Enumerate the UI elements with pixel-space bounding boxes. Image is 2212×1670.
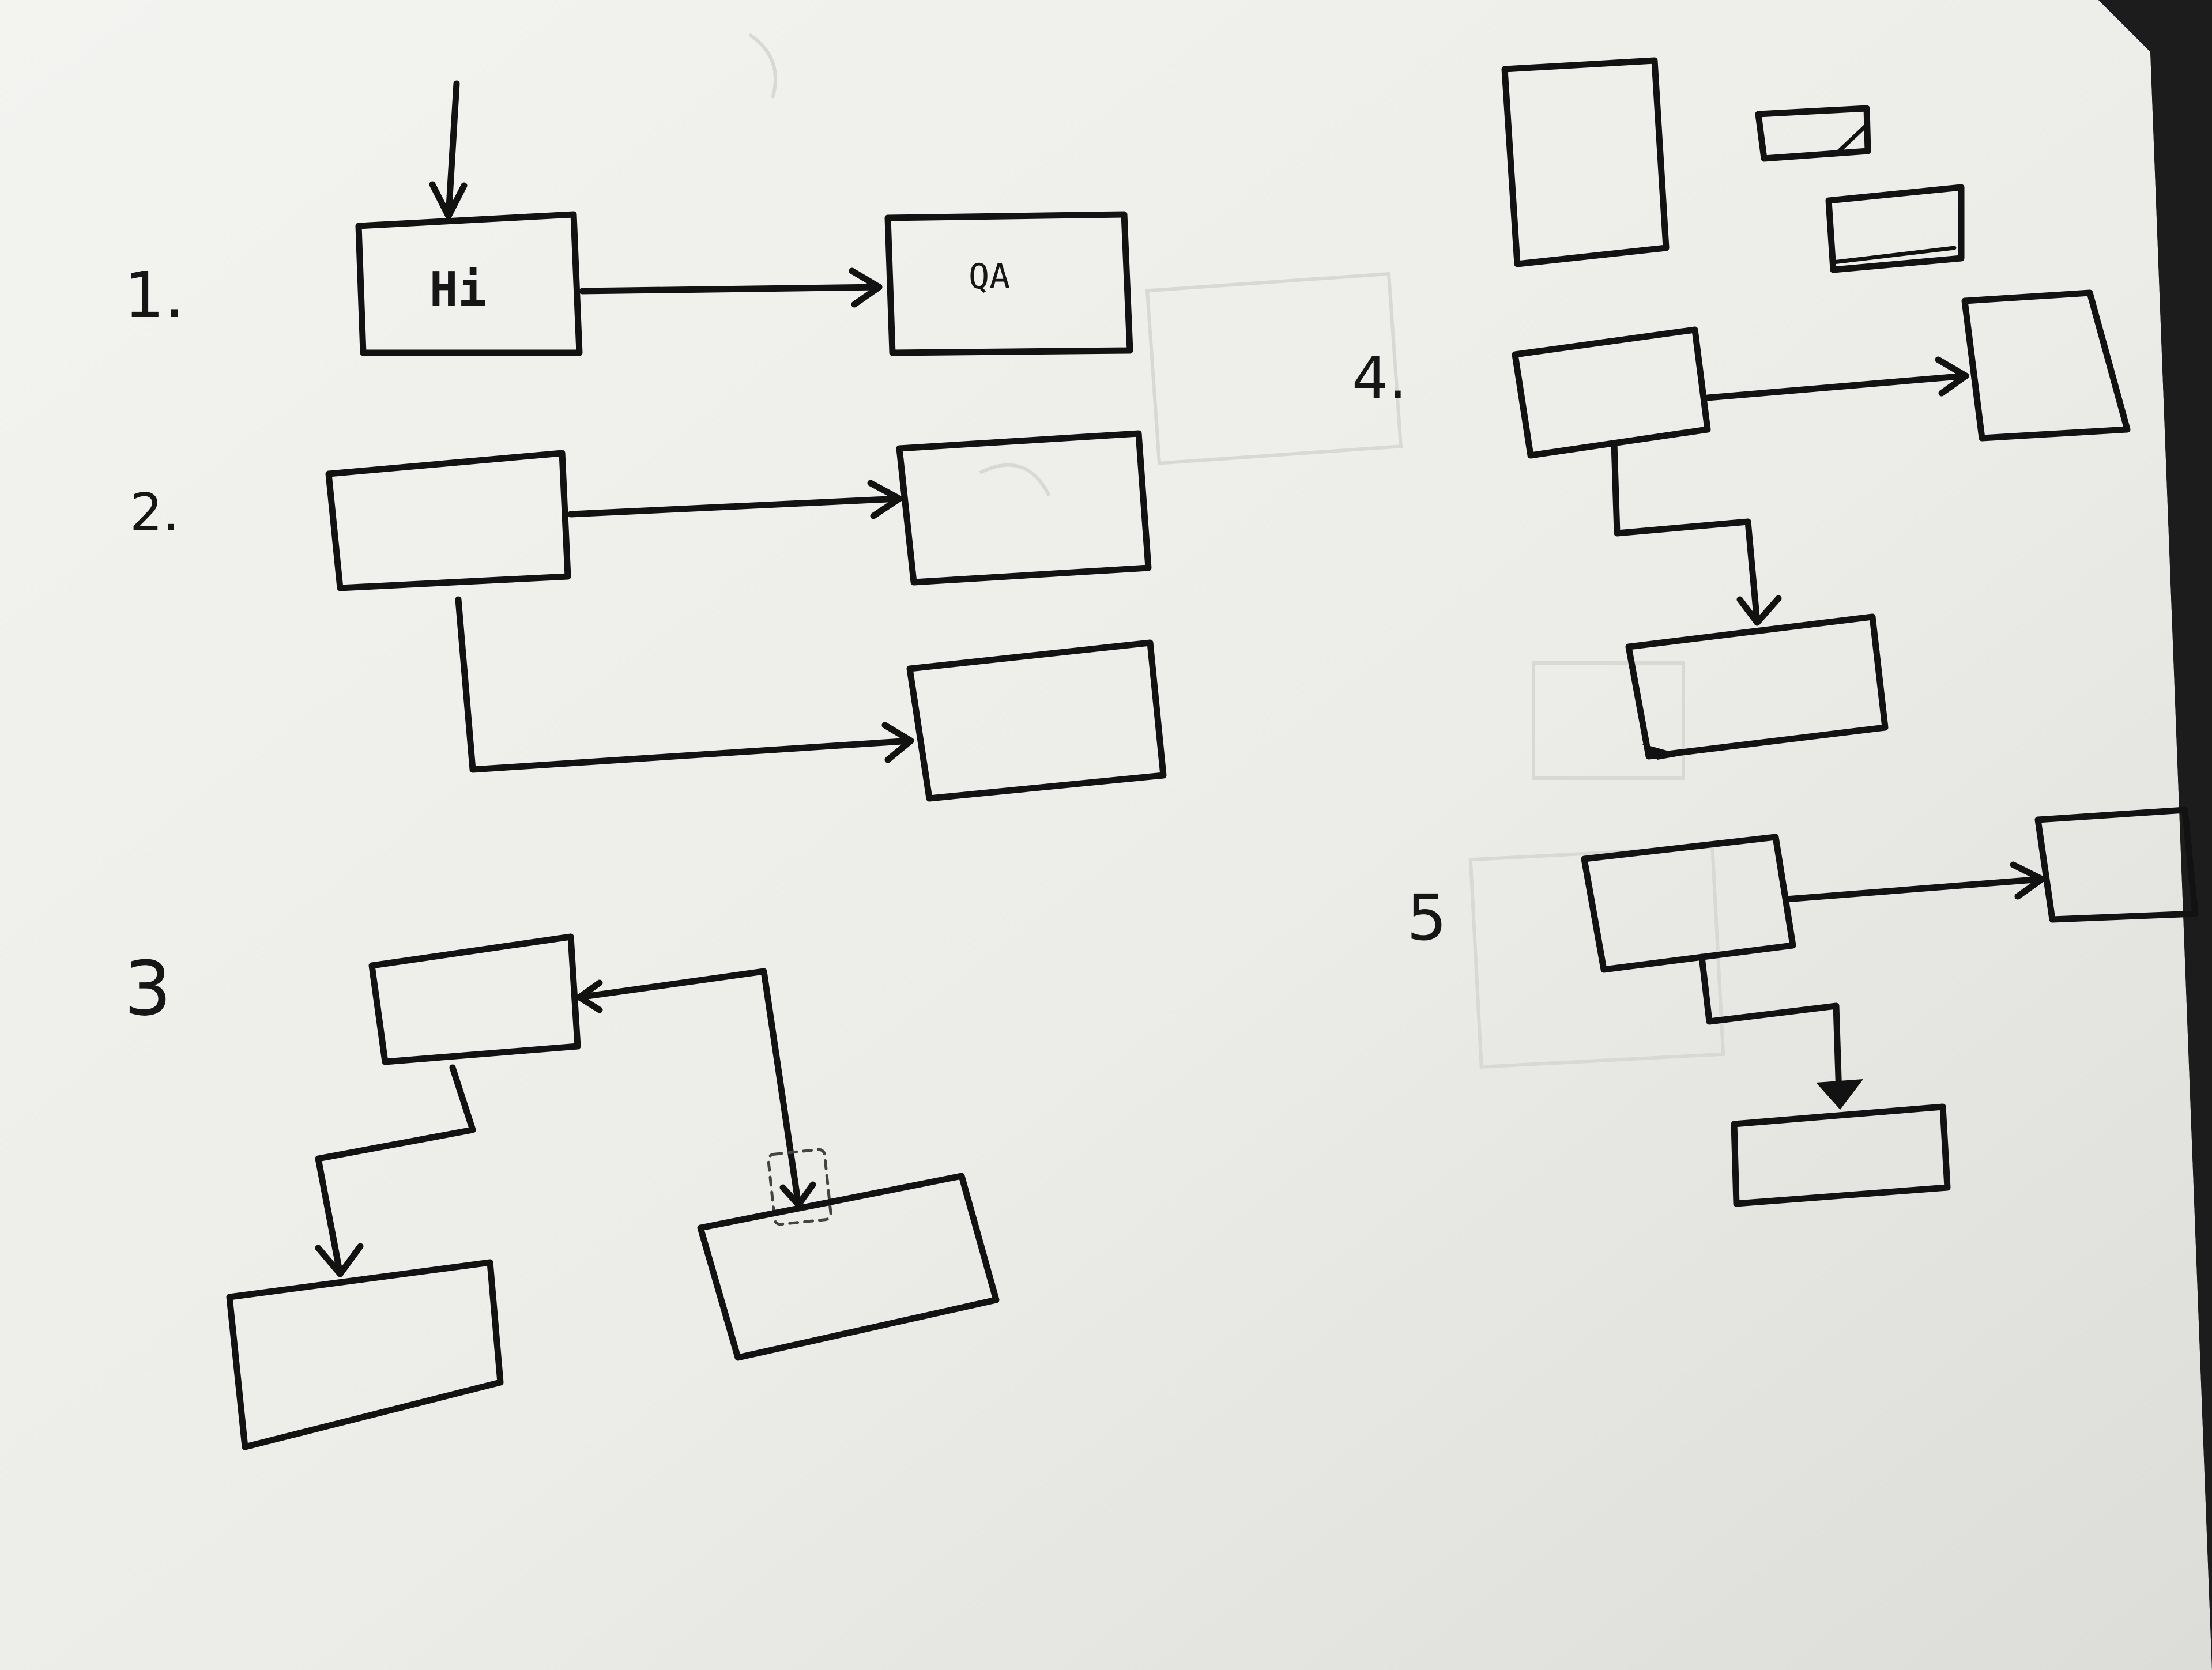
box-4-source (1512, 326, 1711, 459)
diagram-number-4: 4. (1352, 344, 1407, 412)
box-2-bottom-right (906, 639, 1167, 802)
arrow-hi-to-qa (579, 284, 883, 295)
box-qa-label: QA (969, 257, 1010, 297)
arrow-5-right-head (2010, 861, 2045, 900)
arrow-2-top-head (867, 480, 903, 519)
box-3-bottom-right (697, 1173, 1000, 1361)
box-3-top (368, 933, 581, 1065)
diagram-number-2: 2. (130, 482, 179, 543)
connector-4-down-head (1736, 595, 1782, 626)
box-2-source (325, 450, 571, 591)
arrow-hi-to-qa-head (849, 267, 883, 308)
diagram-1: 1. Hi QA (124, 80, 1133, 356)
diagram-2: 2. (130, 430, 1167, 802)
connector-5-down (1698, 953, 1842, 1099)
box-4-right (1961, 289, 2131, 442)
diagram-5: 5 (1407, 806, 2199, 1207)
box-qa (884, 211, 1133, 356)
dashed-highlight (767, 1148, 832, 1226)
entry-arrow-line (445, 80, 460, 220)
box-small-upper-slash (1837, 122, 1870, 153)
connector-5-down-head (1816, 1079, 1863, 1110)
arrow-4-right-head (1935, 356, 1969, 397)
box-2-top-right (896, 430, 1152, 586)
box-small-lower-line (1831, 246, 1957, 265)
diagram-number-3: 3 (124, 945, 172, 1032)
box-3-bottom-left (226, 1259, 504, 1450)
table-corner (2098, 0, 2212, 1670)
box-hi-label: Hi (429, 262, 487, 317)
arrow-2-top (567, 495, 903, 518)
box-5-source (1581, 834, 1796, 973)
connector-3-right (576, 968, 802, 1208)
connector-3-right-down-head (779, 1181, 816, 1208)
box-4-bottom (1625, 613, 1889, 760)
top-right-boxes (1501, 57, 1965, 273)
box-5-bottom (1731, 1103, 1951, 1207)
diagram-number-5: 5 (1407, 881, 1447, 955)
connector-2-bottom-head (881, 722, 914, 763)
diagram-number-1: 1. (124, 258, 184, 332)
entry-arrow-head (429, 181, 468, 220)
connector-4-down (1611, 440, 1761, 626)
box-small-lower (1825, 184, 1965, 273)
arrow-5-right (1783, 876, 2045, 903)
connector-3-right-back-head (576, 979, 603, 1013)
connector-3-left-head (315, 1243, 364, 1277)
box-5-right (2034, 806, 2199, 923)
diagram-3: 3 (124, 933, 1000, 1450)
connector-3-left (315, 1064, 476, 1277)
arrow-4-right (1704, 372, 1969, 401)
box-4-bottom-corner-blot (1642, 744, 1683, 760)
connector-2-bottom (455, 596, 914, 773)
bleed-through-marks (748, 33, 1725, 1069)
diagram-4: 4. (1352, 289, 2131, 760)
box-tall (1501, 57, 1670, 267)
box-hi (355, 211, 583, 356)
box-small-upper (1755, 105, 1871, 162)
